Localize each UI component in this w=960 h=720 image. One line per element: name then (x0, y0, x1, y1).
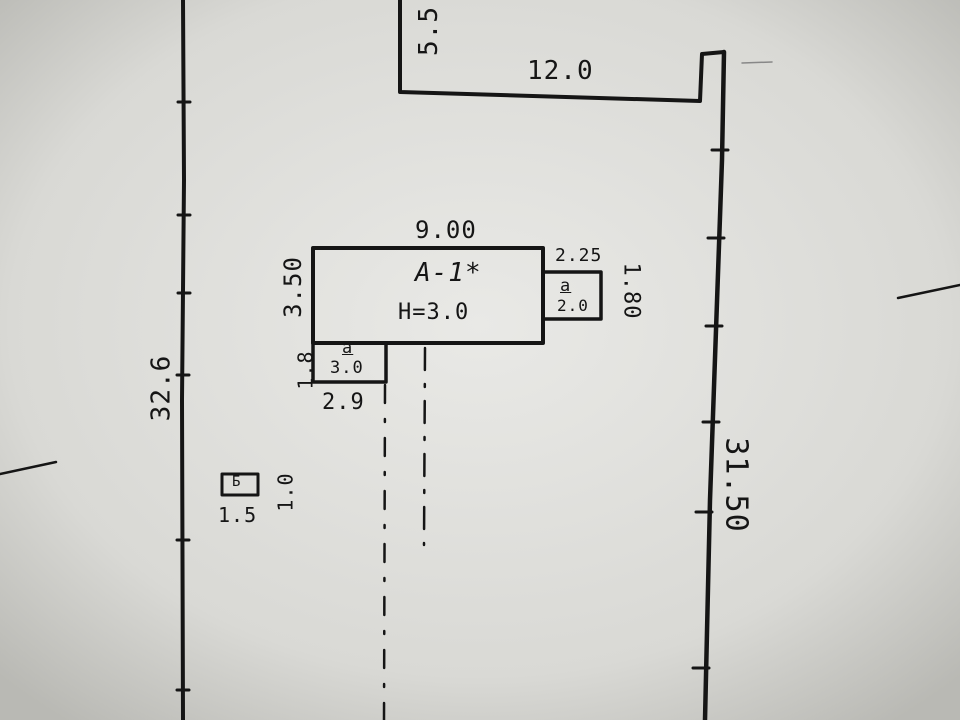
small-structure-depth-label: 1.0 (273, 472, 298, 512)
main-building-code-label: А-1* (415, 258, 482, 288)
top-structure-outline (398, 0, 726, 103)
left-annex-outline (311, 341, 388, 384)
right-boundary-ticks (691, 148, 730, 670)
top-stub-length-label: 5.5 (413, 6, 444, 56)
stray-stroke-top-right (741, 61, 773, 64)
left-plot-boundary (180, 0, 186, 720)
right-annex-depth-label: 1.80 (618, 262, 644, 320)
left-annex-code-label: а (342, 338, 354, 358)
main-building-depth-label: 3.50 (278, 256, 307, 318)
right-annex-top-width-label: 2.25 (555, 245, 603, 266)
top-width-label: 12.0 (527, 56, 594, 86)
left-boundary-ticks (175, 100, 192, 692)
main-building-width-label: 9.00 (415, 216, 477, 244)
left-length-label: 32.6 (146, 354, 177, 422)
main-building-height-label: Н=3.0 (398, 300, 470, 325)
dashed-line-left (382, 383, 387, 720)
right-annex-inner-width-label: 2.0 (557, 296, 589, 315)
small-structure-width-label: 1.5 (218, 503, 258, 527)
dashed-line-right (422, 346, 427, 547)
left-annex-inner-width-label: 3.0 (330, 358, 364, 378)
right-annex-code-label: а (560, 276, 572, 296)
right-annex-outline (541, 270, 603, 321)
right-length-label: 31.50 (718, 437, 754, 533)
small-structure-code-label: Б (232, 474, 242, 490)
stray-stroke-right (896, 283, 960, 300)
left-annex-depth-label: 1.8 (293, 350, 318, 390)
right-plot-boundary (702, 49, 727, 720)
left-annex-bottom-width-label: 2.9 (322, 390, 365, 415)
stray-stroke-left (0, 460, 58, 476)
small-structure-outline (220, 472, 260, 497)
